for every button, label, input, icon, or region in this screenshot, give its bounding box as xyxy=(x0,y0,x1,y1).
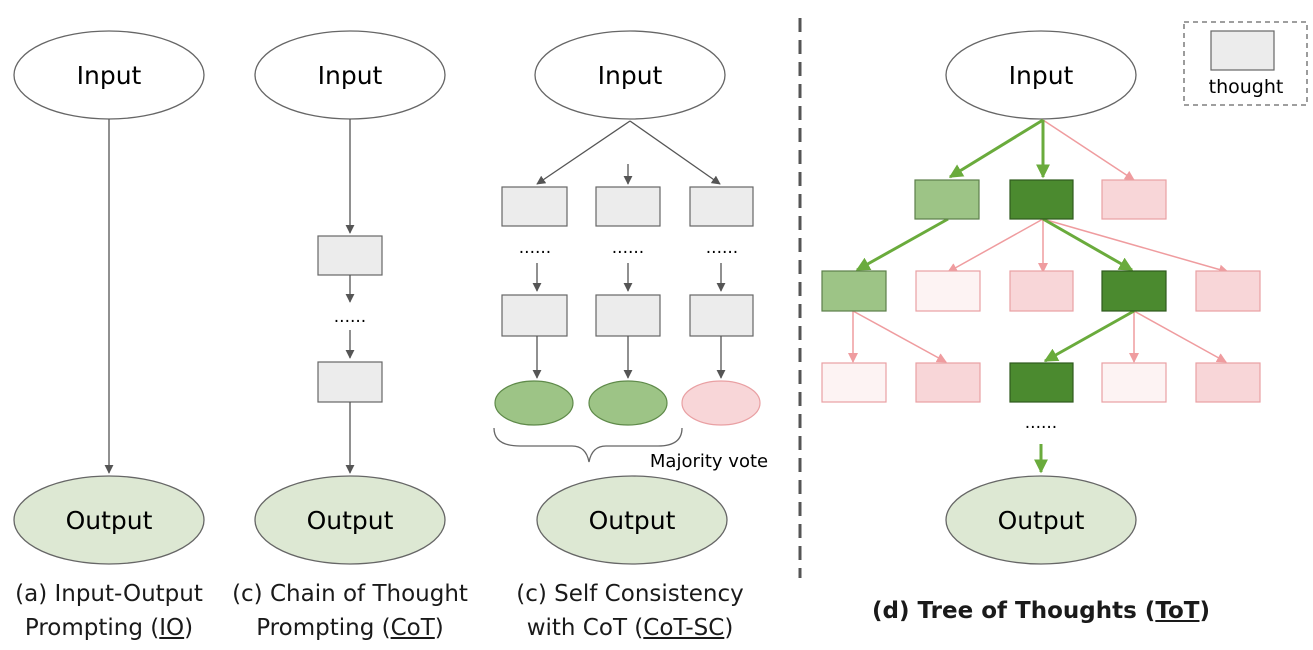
edge-pruned xyxy=(947,218,1044,273)
caption-abbr: CoT xyxy=(390,615,435,641)
caption-text: ) xyxy=(1199,598,1210,624)
caption-text: (d) Tree of Thoughts ( xyxy=(872,598,1156,624)
majority-brace xyxy=(493,427,683,463)
thought-box xyxy=(595,294,661,337)
edge-pruned xyxy=(1042,119,1135,181)
output-node xyxy=(945,475,1137,565)
panel-io: Input Output xyxy=(13,30,205,565)
caption-line: (c) Self Consistency xyxy=(516,581,744,607)
thought-node-pink xyxy=(1195,362,1261,403)
output-node xyxy=(536,475,728,565)
ellipsis: ...... xyxy=(519,238,551,258)
output-label: Output xyxy=(998,506,1085,535)
thought-node-dark-green xyxy=(1101,270,1167,312)
edge-selected xyxy=(948,118,1044,179)
output-node xyxy=(13,475,205,565)
caption-io: (a) Input-Output Prompting (IO) xyxy=(0,577,218,645)
arrow xyxy=(536,120,631,185)
ellipsis: ...... xyxy=(1025,413,1057,433)
thought-node-pale-pink xyxy=(915,270,981,312)
caption-line: (c) Chain of Thought xyxy=(232,581,468,607)
thought-node-dark-green xyxy=(1009,179,1074,220)
thought-box xyxy=(317,361,383,403)
edge-pruned xyxy=(1042,218,1229,275)
answer-node-green xyxy=(494,380,574,426)
input-label: Input xyxy=(598,61,663,90)
edge-pruned xyxy=(1133,310,1227,363)
caption-line: Prompting (IO) xyxy=(0,611,218,645)
thought-node-pink xyxy=(1195,270,1261,312)
caption-abbr: ToT xyxy=(1155,598,1200,624)
edge-selected xyxy=(1043,309,1135,363)
answer-node-green xyxy=(588,380,668,426)
thought-node-light-green xyxy=(914,179,980,220)
panel-cot-sc: Input ...... ...... ...... Majority vote… xyxy=(493,30,768,565)
thought-node-pale-pink xyxy=(821,362,887,403)
caption-cot-sc: (c) Self Consistency with CoT (CoT-SC) xyxy=(505,577,755,645)
caption-cot: (c) Chain of Thought Prompting (CoT) xyxy=(222,577,478,645)
caption-text: ) xyxy=(184,615,194,641)
caption-line: Prompting (CoT) xyxy=(222,611,478,645)
thought-box xyxy=(595,186,661,227)
answer-node-pink xyxy=(681,380,761,426)
caption-text: with CoT ( xyxy=(526,615,644,641)
thought-box xyxy=(689,294,754,337)
ellipsis: ...... xyxy=(334,307,366,327)
output-label: Output xyxy=(307,506,394,535)
caption-abbr: IO xyxy=(159,615,185,641)
input-label: Input xyxy=(1009,61,1074,90)
legend-thought-swatch xyxy=(1210,30,1275,71)
edge-selected xyxy=(1042,217,1134,272)
panel-cot: Input ...... Output xyxy=(254,30,446,565)
thought-node-light-green xyxy=(821,270,887,312)
input-label: Input xyxy=(318,61,383,90)
panel-tot: thought Input ..... xyxy=(821,21,1308,565)
majority-vote-label: Majority vote xyxy=(650,451,768,472)
thought-node-dark-green xyxy=(1009,362,1074,403)
edge-pruned xyxy=(852,310,947,363)
caption-text: Prompting ( xyxy=(24,615,160,641)
caption-abbr: CoT-SC xyxy=(643,615,725,641)
input-node xyxy=(945,30,1137,120)
thought-box xyxy=(501,186,568,227)
caption-text: Prompting ( xyxy=(256,615,391,641)
thought-node-pink xyxy=(915,362,981,403)
thought-box xyxy=(689,186,754,227)
ellipsis: ...... xyxy=(612,238,644,258)
legend-label: thought xyxy=(1209,76,1284,98)
thought-node-pink xyxy=(1009,270,1074,312)
output-label: Output xyxy=(589,506,676,535)
caption-tot: (d) Tree of Thoughts (ToT) xyxy=(850,594,1232,628)
caption-line: (d) Tree of Thoughts (ToT) xyxy=(850,594,1232,628)
input-label: Input xyxy=(77,61,142,90)
caption-line: (a) Input-Output xyxy=(15,581,203,607)
output-label: Output xyxy=(66,506,153,535)
thought-node-pink xyxy=(1101,179,1167,220)
thought-box xyxy=(317,235,383,276)
thought-box xyxy=(501,294,568,337)
edge-selected xyxy=(855,217,949,272)
input-node xyxy=(534,30,726,120)
caption-line: with CoT (CoT-SC) xyxy=(505,611,755,645)
arrow xyxy=(629,120,721,185)
thought-node-pale-pink xyxy=(1101,362,1167,403)
ellipsis: ...... xyxy=(706,238,738,258)
caption-text: ) xyxy=(724,615,734,641)
output-node xyxy=(254,475,446,565)
caption-text: ) xyxy=(434,615,444,641)
